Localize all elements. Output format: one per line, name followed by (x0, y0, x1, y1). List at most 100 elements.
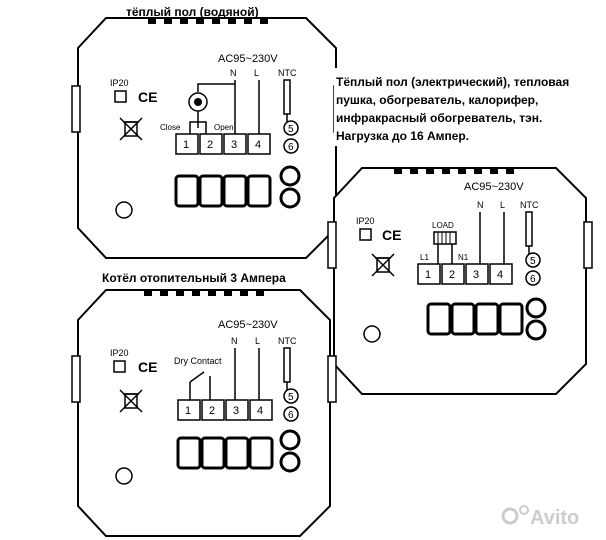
dry-contact-switch-icon (189, 371, 211, 400)
mount-hole (115, 201, 133, 219)
l-label: L (255, 336, 260, 346)
ntc-probe: 5 6 (283, 347, 299, 422)
top-notches (148, 18, 268, 24)
terminal-number: 1 (183, 139, 189, 151)
weee-bin-icon (119, 117, 143, 141)
terminal-1[interactable] (177, 399, 201, 421)
close-label: Close (160, 123, 181, 132)
ntc-terminal-5: 5 (530, 256, 536, 267)
load-heater-icon (433, 231, 457, 245)
terminal-3[interactable] (223, 133, 247, 155)
terminal-1[interactable] (417, 263, 441, 285)
ip-rating-label: IP20 (110, 78, 129, 88)
side-tab-right (327, 355, 337, 403)
terminal-4[interactable] (249, 399, 273, 421)
top-notches (144, 290, 264, 296)
side-tab-left (71, 355, 81, 403)
side-tab-left (71, 85, 81, 133)
mount-hole (363, 325, 381, 343)
ntc-probe: 5 6 (283, 79, 299, 154)
ntc-label: NTC (278, 336, 297, 346)
weee-bin-icon (371, 253, 395, 277)
screw-terminals (174, 165, 301, 209)
caption-electric-line-3: инфракрасный обогреватель, тэн. (336, 111, 542, 125)
wires (437, 212, 505, 264)
avito-logo-icon (501, 507, 519, 525)
ntc-probe: 5 6 (525, 211, 541, 286)
caption-electric-line-2: пушка, обогреватель, калорифер, (336, 93, 538, 107)
terminal-number: 4 (497, 269, 503, 281)
terminal-block: 1 2 3 4 (177, 399, 273, 421)
ip-square-icon (113, 360, 126, 373)
terminal-2[interactable] (199, 133, 223, 155)
terminal-2[interactable] (441, 263, 465, 285)
terminal-number: 3 (231, 139, 237, 151)
terminal-1[interactable] (175, 133, 199, 155)
ntc-terminal-6: 6 (288, 410, 294, 421)
screw-terminals (176, 429, 301, 473)
panel-boiler: IP20 CE AC95~230V N L NTC Dry Contact 1 … (71, 289, 337, 537)
terminal-number: 3 (233, 405, 239, 417)
caption-electric-line-1: Тёплый пол (электрический), тепловая (336, 75, 569, 89)
dry-contact-label: Dry Contact (174, 356, 222, 366)
open-label: Open (214, 123, 234, 132)
terminal-number: 2 (209, 405, 215, 417)
terminal-number: 2 (207, 139, 213, 151)
terminal-number: 3 (473, 269, 479, 281)
n-label: N (230, 68, 237, 78)
caption-boiler: Котёл отопительный 3 Ампера (102, 271, 286, 285)
ntc-terminal-6: 6 (530, 274, 536, 285)
side-tab-left (327, 221, 337, 269)
mount-hole (115, 467, 133, 485)
ip-square-icon (114, 90, 127, 103)
panel-water-floor: IP20 CE AC95~230V N L NTC Close Open (71, 17, 343, 259)
ip-square-icon (359, 228, 372, 241)
l-label: L (254, 68, 259, 78)
terminal-4[interactable] (489, 263, 513, 285)
terminal-block: 1 2 3 4 (175, 133, 271, 155)
caption-electric-background (334, 68, 604, 146)
avito-watermark: Avito (501, 505, 579, 529)
terminal-number: 4 (257, 405, 263, 417)
ntc-terminal-6: 6 (288, 142, 294, 153)
voltage-label: AC95~230V (218, 319, 278, 331)
ntc-terminal-5: 5 (288, 124, 294, 135)
ntc-terminal-5: 5 (288, 392, 294, 403)
terminal-number: 1 (425, 269, 431, 281)
terminal-number: 1 (185, 405, 191, 417)
n-label: N (231, 336, 238, 346)
l-label: L (500, 200, 505, 210)
caption-water-floor: тёплый пол (водяной) (126, 5, 259, 19)
terminal-4[interactable] (247, 133, 271, 155)
weee-bin-icon (119, 389, 143, 413)
n-label: N (477, 200, 484, 210)
side-tab-right (583, 221, 593, 269)
valve-icon (188, 92, 208, 128)
ip-rating-label: IP20 (356, 216, 375, 226)
voltage-label: AC95~230V (464, 181, 524, 193)
l1-label: L1 (420, 253, 429, 262)
ip-rating-label: IP20 (110, 348, 129, 358)
wires (234, 348, 260, 400)
avito-watermark-text: Avito (530, 507, 579, 529)
n1-label: N1 (458, 253, 469, 262)
ce-mark: CE (138, 89, 157, 105)
terminal-block: 1 2 3 4 (417, 263, 513, 285)
ce-mark: CE (138, 359, 157, 375)
wires (189, 80, 260, 136)
voltage-label: AC95~230V (218, 53, 278, 65)
caption-boiler-background (98, 268, 308, 286)
terminal-3[interactable] (465, 263, 489, 285)
top-notches (394, 168, 514, 174)
ce-mark: CE (382, 227, 401, 243)
screw-terminals (426, 297, 547, 341)
caption-electric-line-4: Нагрузка до 16 Ампер. (336, 129, 469, 143)
terminal-number: 2 (449, 269, 455, 281)
load-label: LOAD (432, 221, 454, 230)
panel-electric: IP20 CE AC95~230V N L NTC LOAD L1 N1 1 2… (327, 167, 593, 395)
terminal-2[interactable] (201, 399, 225, 421)
ntc-label: NTC (278, 68, 297, 78)
terminal-3[interactable] (225, 399, 249, 421)
terminal-number: 4 (255, 139, 261, 151)
